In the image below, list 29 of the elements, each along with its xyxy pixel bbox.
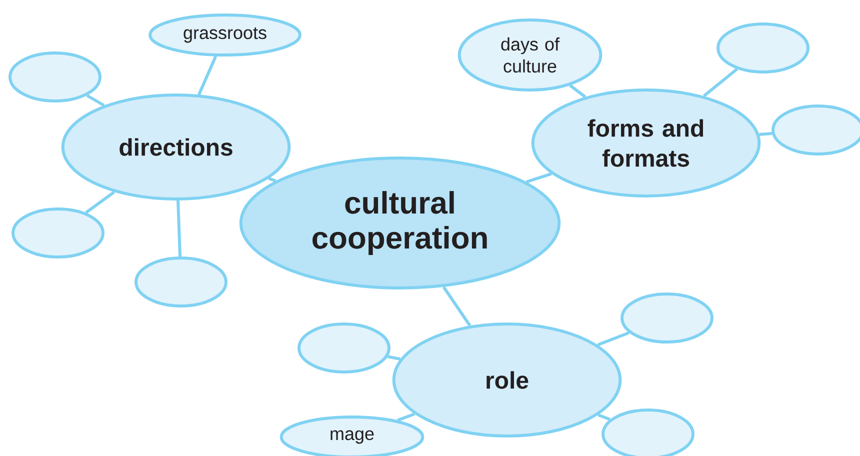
leaf-bubble [602,408,694,456]
connector-line [702,68,738,98]
connector-line [85,190,116,214]
connector-line [268,177,276,182]
connector-line [176,200,182,257]
leaf-bubble [298,322,390,374]
connector-line [526,172,552,184]
leaf-bubble [620,292,714,344]
leaf-bubble [134,256,228,308]
leaf-bubble [772,104,860,156]
connector-line [86,94,105,107]
connector-line [569,84,586,98]
connector-line [598,414,610,421]
center-bubble: cultural cooperation [239,156,561,290]
branch-bubble: role [392,322,622,438]
branch-bubble: forms and formats [531,88,761,198]
connector-line [198,56,218,96]
leaf-bubble [716,22,810,74]
branch-bubble: directions [61,94,291,200]
connector-line [388,355,401,361]
connector-line [759,132,772,136]
leaf-bubble [12,208,104,258]
leaf-bubble: grassroots [148,14,302,56]
connector-line [597,331,630,346]
leaf-bubble: days of culture [458,18,602,92]
connector-line [396,412,416,422]
connector-line [442,286,472,326]
leaf-bubble: mage [280,416,424,456]
leaf-bubble [8,52,102,102]
